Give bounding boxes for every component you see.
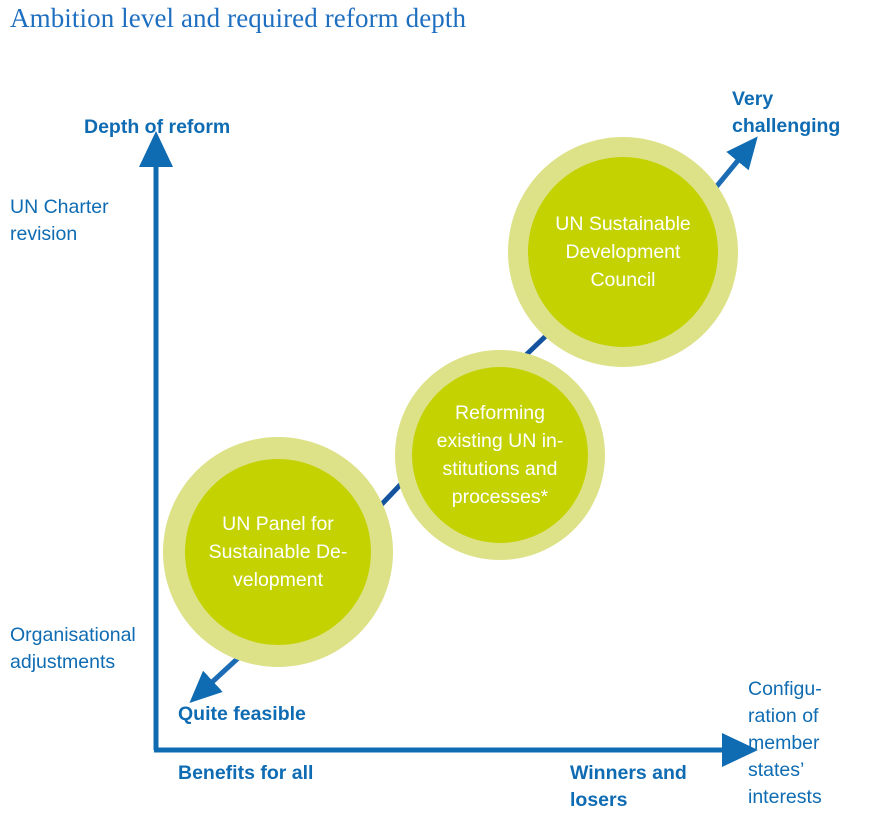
bubble-label-reforming: Reforming existing UN in- stitutions and… [436,402,564,508]
bubble-un-panel-sustainable-development[interactable]: UN Panel for Sustainable De- velopment [163,437,393,667]
page-title: Ambition level and required reform depth [10,3,467,33]
bubble-un-sustainable-development-council[interactable]: UN Sustainable Development Council [508,137,738,367]
x-axis-right-label: Configu- ration of member states’ intere… [748,678,822,808]
y-axis-bottom-label: Organisational adjustments [10,624,136,673]
y-axis-title: Depth of reform [84,116,231,138]
x-axis-left-label: Benefits for all [178,762,314,784]
bubble-label-council: UN Sustainable Development Council [555,213,691,291]
annotation-very-challenging: Very challenging [732,88,841,137]
bubble-reforming-un-institutions[interactable]: Reforming existing UN in- stitutions and… [395,350,605,560]
annotation-quite-feasible: Quite feasible [178,703,306,725]
connector-panel-to-reforming [378,480,405,508]
bubble-inner-reforming: Reforming existing UN in- stitutions and… [412,367,588,543]
bubble-inner-council: UN Sustainable Development Council [528,157,718,347]
bubble-label-un-panel: UN Panel for Sustainable De- velopment [208,513,348,591]
y-axis-top-label: UN Charter revision [10,196,109,245]
bubble-inner-un-panel: UN Panel for Sustainable De- velopment [185,459,371,645]
x-axis-middle-label: Winners and losers [570,762,687,811]
